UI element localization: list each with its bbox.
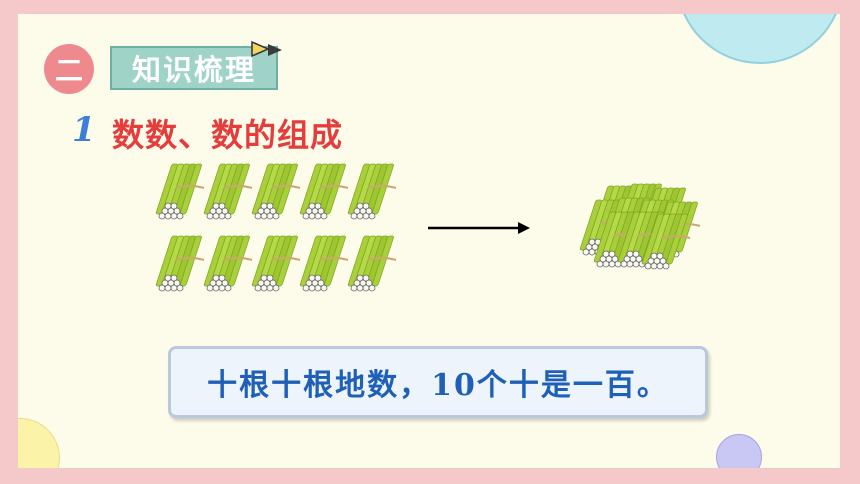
section-title: 知识梳理	[131, 53, 256, 87]
stick-bundle	[154, 163, 205, 220]
stick-bundle	[298, 235, 349, 292]
bundles-illustration	[154, 163, 701, 292]
stick-bundle	[346, 235, 397, 292]
stick-bundle	[298, 163, 349, 220]
statement-text: 十根十根地数，10个十是一百。	[207, 368, 669, 403]
large-stick-bundle	[578, 183, 701, 270]
stick-bundle	[250, 235, 301, 292]
decorative-yellow-circle	[18, 418, 60, 468]
slide: 二 知识梳理 1 数数、数的组成	[18, 14, 840, 468]
stick-bundle	[346, 163, 397, 220]
stick-bundle	[154, 235, 205, 292]
arrow-right-icon	[428, 222, 530, 234]
decorative-purple-circle	[716, 434, 762, 468]
stick-bundle	[202, 163, 253, 220]
subsection-number: 1	[72, 110, 96, 150]
section-title-box: 知识梳理	[110, 46, 278, 90]
pennant-icon	[251, 40, 282, 58]
subsection-title: 数数、数的组成	[112, 116, 344, 154]
statement-box: 十根十根地数，10个十是一百。	[168, 346, 708, 418]
stick-bundle	[250, 163, 301, 220]
stick-bundle	[202, 235, 253, 292]
section-number-badge: 二	[44, 44, 94, 94]
